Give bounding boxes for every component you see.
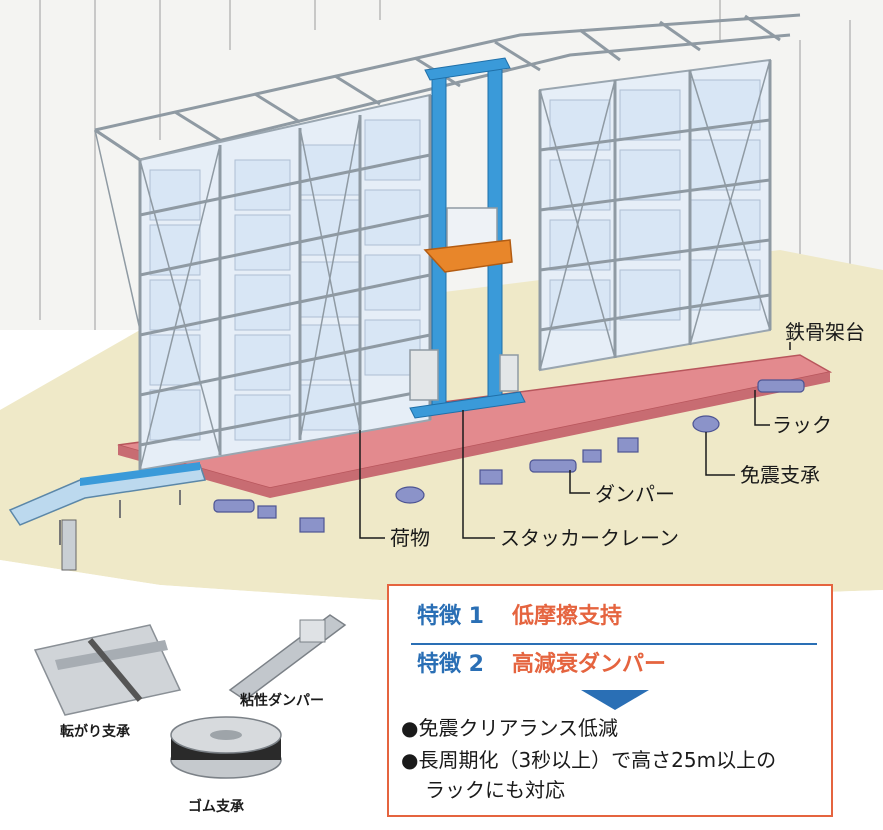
feature-2-label: 特徴 2: [417, 652, 484, 677]
result-1: ●免震クリアランス低減: [401, 716, 619, 740]
label-rack: ラック: [772, 413, 832, 437]
label-rubber-bearing: ゴム支承: [188, 799, 244, 815]
feature-divider: [411, 643, 817, 645]
label-stacker-crane: スタッカークレーン: [500, 526, 679, 550]
label-isolation-bearing: 免震支承: [740, 463, 820, 487]
label-steel-frame: 鉄骨架台: [785, 320, 865, 344]
floor-components: [213, 379, 805, 533]
result-3: ラックにも対応: [425, 778, 565, 802]
feature-1-text: 低摩擦支持: [511, 604, 622, 629]
label-cargo: 荷物: [390, 526, 430, 550]
feature-2-text: 高減衰ダンパー: [511, 652, 666, 677]
base-platform-front: [270, 372, 830, 498]
component-photos: [33, 614, 347, 779]
label-damper: ダンパー: [595, 482, 675, 506]
rack-left: [94, 93, 432, 472]
feature-box: 特徴 1 低摩擦支持 特徴 2 高減衰ダンパー ●免震クリアランス低減 ●長周期化（…: [387, 584, 833, 817]
result-2: ●長周期化（3秒以上）で高さ25m以上の: [401, 748, 777, 772]
rack-right: [538, 58, 772, 372]
label-rolling-bearing: 転がり支承: [60, 724, 130, 740]
top-canopy: [94, 13, 801, 162]
feature-2: 特徴 2 高減衰ダンパー: [417, 654, 666, 676]
leader-lines: [359, 342, 791, 539]
down-arrow-icon: [581, 690, 649, 710]
conveyor: [8, 462, 206, 571]
wall-seams: [39, 0, 851, 330]
stacker-crane: [409, 57, 526, 419]
label-viscous-damper: 粘性ダンパー: [240, 693, 324, 709]
feature-1-label: 特徴 1: [417, 604, 484, 629]
feature-1: 特徴 1 低摩擦支持: [417, 606, 622, 628]
